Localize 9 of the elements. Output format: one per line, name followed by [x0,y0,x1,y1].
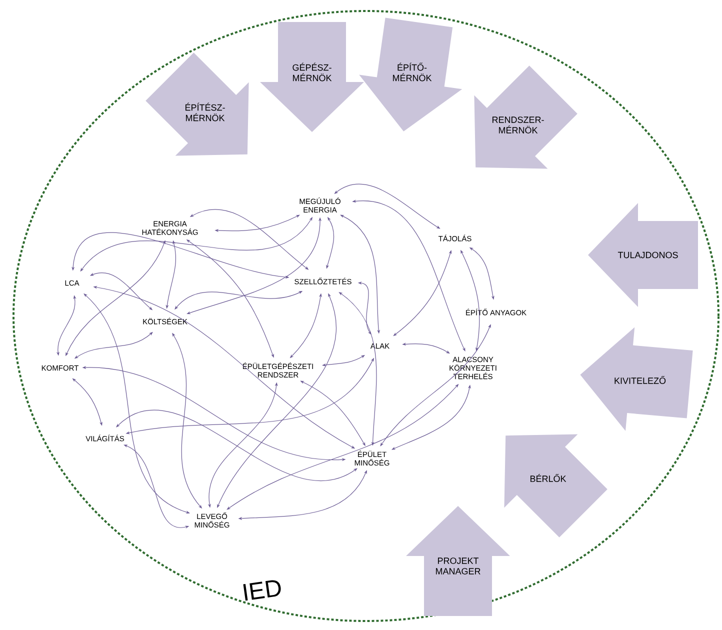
stakeholder-block: ÉPÍTÉSZ-MÉRNÖK [146,52,249,156]
stakeholder-block: TULAJDONOS [588,203,698,307]
stakeholder-block: ÉPÍTŐ-MÉRNÖK [359,18,462,132]
stakeholder-block: PROJEKT MANAGER [406,506,510,616]
stakeholder-block: KIVITELEZŐ [580,327,693,431]
curved-arrow [116,410,358,481]
stakeholder-block: RENDSZER-MÉRNÖK [474,66,578,169]
stakeholder-block: BÉRLŐK [504,434,608,538]
stakeholder-block: GÉPÉSZ-MÉRNÖK [260,22,364,132]
